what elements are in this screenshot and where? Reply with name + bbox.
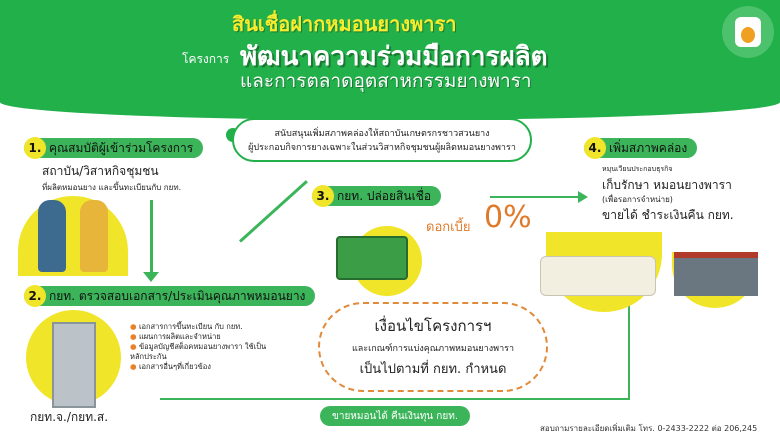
- header-banner: [0, 0, 780, 120]
- step-1-line-2: ที่ผลิตหมอนยาง และขึ้นทะเบียนกับ กยท.: [42, 183, 182, 192]
- step-4-line-4: ขายได้ ชำระเงินคืน กยท.: [602, 208, 734, 222]
- footer-contact: สอบถามรายละเอียดเพิ่มเติม โทร. 0-2433-22…: [540, 424, 758, 433]
- return-line: [628, 300, 630, 400]
- arrow-2-to-3: [238, 180, 308, 243]
- title-top: สินเชื่อฝากหมอนยางพารา: [232, 12, 457, 36]
- money-stack-icon: [336, 236, 408, 280]
- return-line-bottom: [160, 398, 630, 400]
- step-4-line-2: เก็บรักษา หมอนยางพารา: [602, 178, 732, 192]
- step-title-text: กยท. ปล่อยสินเชื่อ: [337, 188, 432, 203]
- conditions-line-2: และเกณฑ์การแบ่งคุณภาพหมอนยางพารา: [351, 344, 515, 354]
- document-list: เอกสารการขึ้นทะเบียน กับ กยท. แผนการผลิต…: [130, 322, 280, 372]
- step-number: 4.: [584, 137, 606, 159]
- step-title-text: คุณสมบัติผู้เข้าร่วมโครงการ: [49, 140, 194, 155]
- warehouse-icon: [674, 252, 758, 296]
- step-number: 3.: [312, 185, 334, 207]
- support-bubble: สนับสนุนเพิ่มสภาพคล่องให้สถาบันเกษตรกรชา…: [232, 118, 532, 162]
- support-line-1: สนับสนุนเพิ่มสภาพคล่องให้สถาบันเกษตรกรชา…: [274, 129, 490, 139]
- interest-label: ดอกเบี้ย: [426, 220, 471, 235]
- step-1-line-1: สถาบัน/วิสาหกิจชุมชน: [42, 164, 159, 178]
- title-main-2: และการตลาดอุตสาหกรรมยางพารา: [240, 70, 532, 92]
- office-building-icon: [52, 322, 96, 408]
- title-main-1: พัฒนาความร่วมมือการผลิต: [240, 42, 548, 72]
- project-label: โครงการ: [182, 52, 230, 66]
- step-4-line-3: (เพื่อรอการจำหน่าย): [602, 195, 673, 204]
- step-title-text: กยท. ตรวจสอบเอกสาร/ประเมินคุณภาพหมอนยาง: [49, 288, 306, 303]
- farmer-icon: [80, 200, 108, 272]
- return-label: ขายหมอนได้ คืนเงินทุน กยท.: [320, 406, 470, 426]
- step-4-line-1: หมุนเวียนประกอบธุรกิจ: [602, 165, 673, 173]
- office-label: กยท.จ./กยท.ส.: [30, 410, 109, 424]
- support-line-2: ผู้ประกอบกิจการยางเฉพาะในส่วนวิสาหกิจชุม…: [248, 143, 516, 153]
- list-item: เอกสารการขึ้นทะเบียน กับ กยท.: [130, 322, 280, 332]
- step-title-text: เพิ่มสภาพคล่อง: [609, 140, 688, 155]
- farmers-illustration: [18, 196, 128, 276]
- conditions-line-3: เป็นไปตามที่ กยท. กำหนด: [359, 362, 507, 377]
- step-number: 1.: [24, 137, 46, 159]
- arrow-3-to-4: [490, 196, 580, 198]
- farmer-icon: [38, 200, 66, 272]
- logo: [722, 6, 774, 58]
- list-item: แผนการผลิตและจำหน่าย: [130, 332, 280, 342]
- step-2-title: 2.กยท. ตรวจสอบเอกสาร/ประเมินคุณภาพหมอนยา…: [24, 285, 316, 307]
- interest-rate: 0%: [484, 200, 532, 235]
- step-1-title: 1.คุณสมบัติผู้เข้าร่วมโครงการ: [24, 137, 204, 159]
- list-item: ข้อมูลบัญชีสต็อคหมอนยางพารา ใช้เป็นหลักป…: [130, 342, 280, 362]
- arrow-head-right-icon: [578, 191, 588, 203]
- step-number: 2.: [24, 285, 46, 307]
- arrow-head-down-icon: [143, 272, 159, 282]
- rubber-pillows-icon: [540, 256, 656, 296]
- step-3-title: 3.กยท. ปล่อยสินเชื่อ: [312, 185, 442, 207]
- conditions-box: เงื่อนไขโครงการฯ และเกณฑ์การแบ่งคุณภาพหม…: [318, 302, 548, 392]
- conditions-line-1: เงื่อนไขโครงการฯ: [374, 317, 492, 335]
- arrow-1-to-2: [150, 200, 153, 278]
- step-4-title: 4.เพิ่มสภาพคล่อง: [584, 137, 698, 159]
- rubber-drop-icon: [735, 17, 761, 47]
- list-item: เอกสารอื่นๆที่เกี่ยวข้อง: [130, 362, 280, 372]
